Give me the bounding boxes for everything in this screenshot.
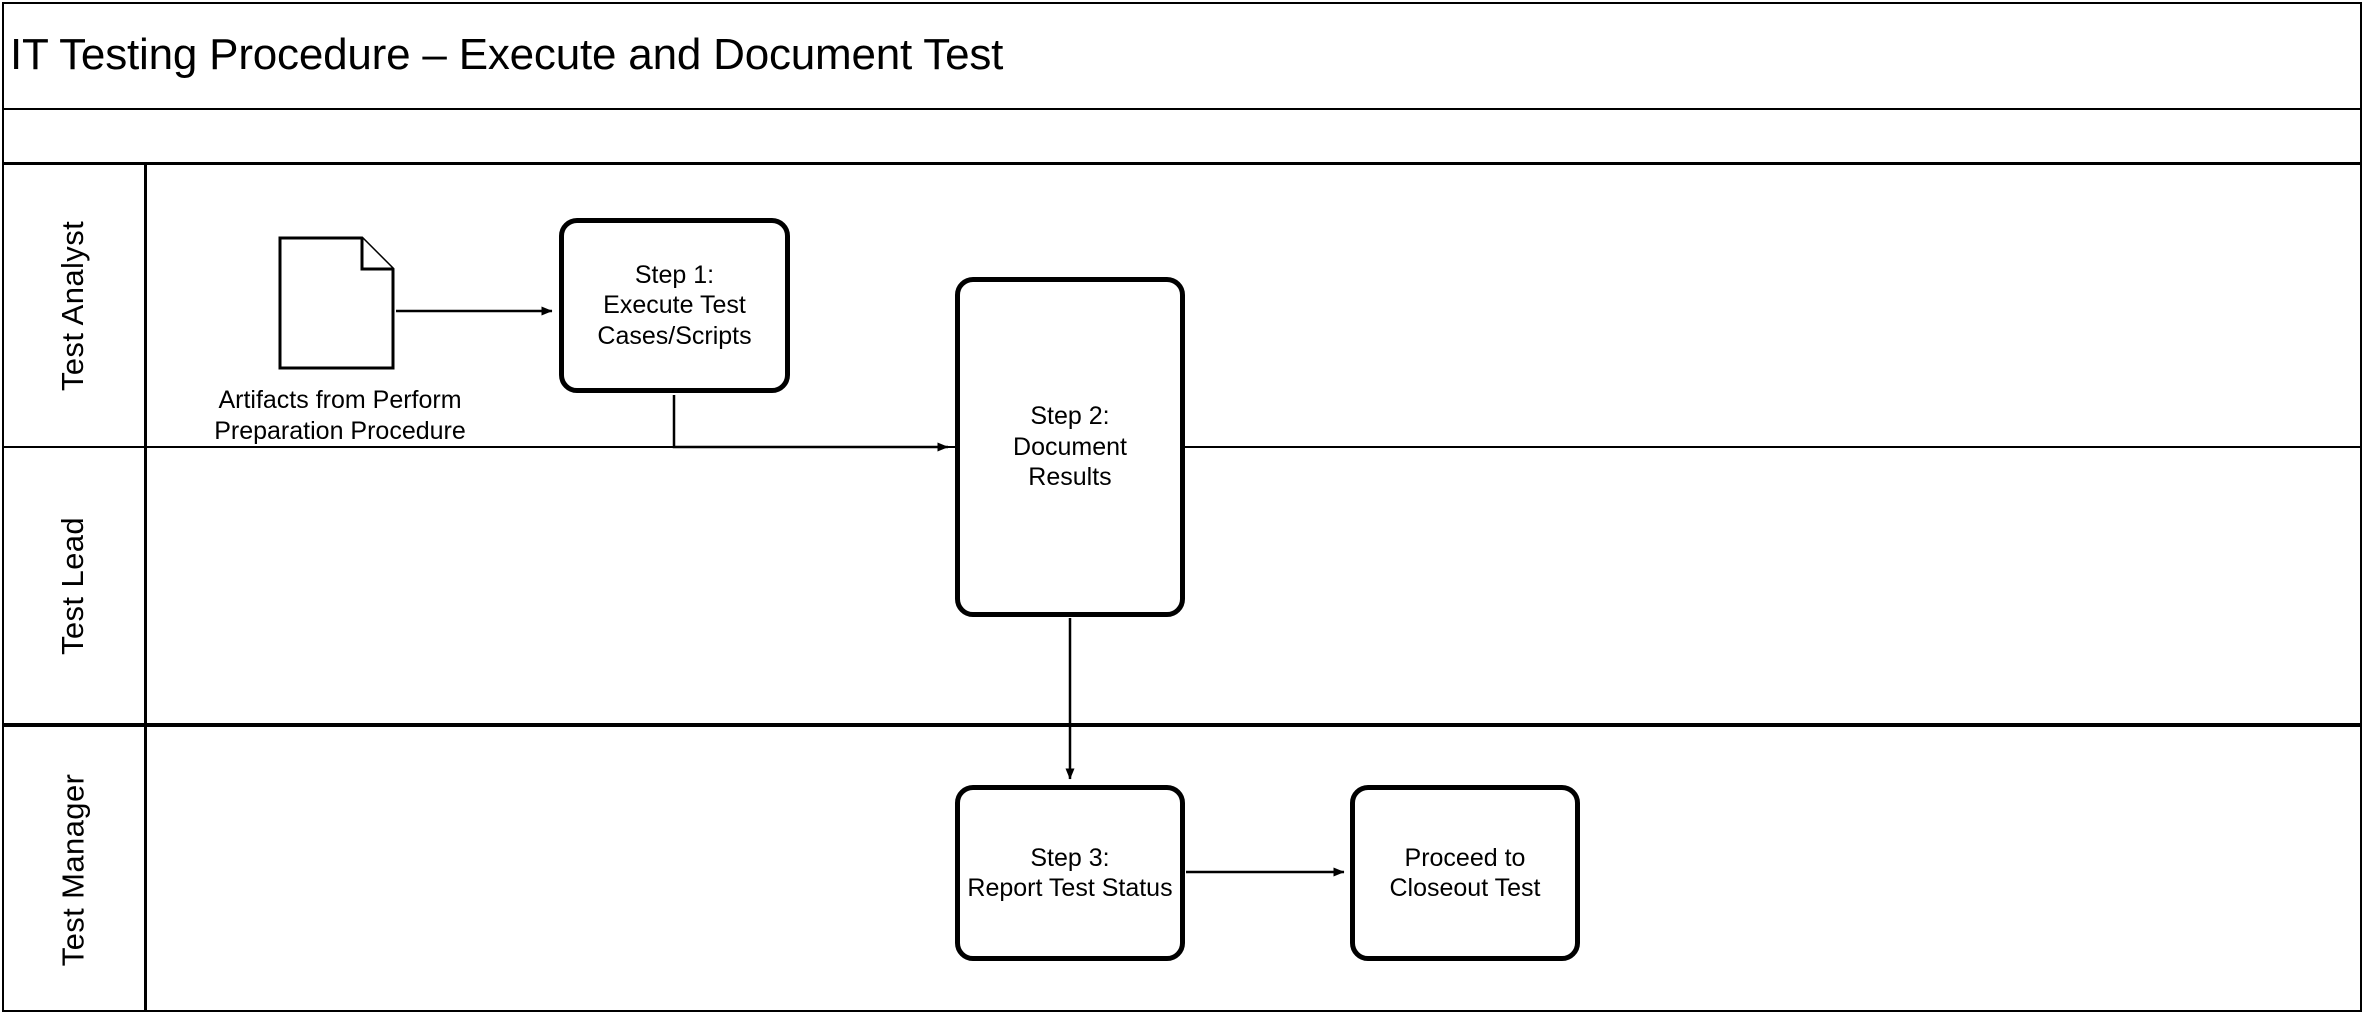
task-step1-label: Step 1: Execute Test Cases/Scripts [597,260,752,350]
artifact-caption: Artifacts from Perform Preparation Proce… [214,386,466,446]
swimlane-test-lead: Test Lead [2,448,2362,727]
page-title: IT Testing Procedure – Execute and Docum… [10,29,1004,79]
document-icon [278,236,395,370]
task-step3-label: Step 3: Report Test Status [967,843,1173,903]
task-step2-label: Step 2: Document Results [1013,402,1127,492]
task-step1[interactable]: Step 1: Execute Test Cases/Scripts [559,218,790,393]
task-proceed-to-closeout[interactable]: Proceed to Closeout Test [1350,785,1580,961]
lane-label-cell-test-analyst: Test Analyst [2,165,147,446]
connector-step1-to-step2 [672,395,949,452]
lane-label-cell-test-manager: Test Manager [2,727,147,1012]
task-step3[interactable]: Step 3: Report Test Status [955,785,1185,961]
task-proceed-to-closeout-label: Proceed to Closeout Test [1389,843,1541,903]
lane-label-cell-test-lead: Test Lead [2,448,147,723]
task-step2[interactable]: Step 2: Document Results [955,277,1185,617]
header-spacer-row [2,110,2362,165]
title-row: IT Testing Procedure – Execute and Docum… [2,2,2362,110]
swimlane-test-manager: Test Manager [2,727,2362,1012]
